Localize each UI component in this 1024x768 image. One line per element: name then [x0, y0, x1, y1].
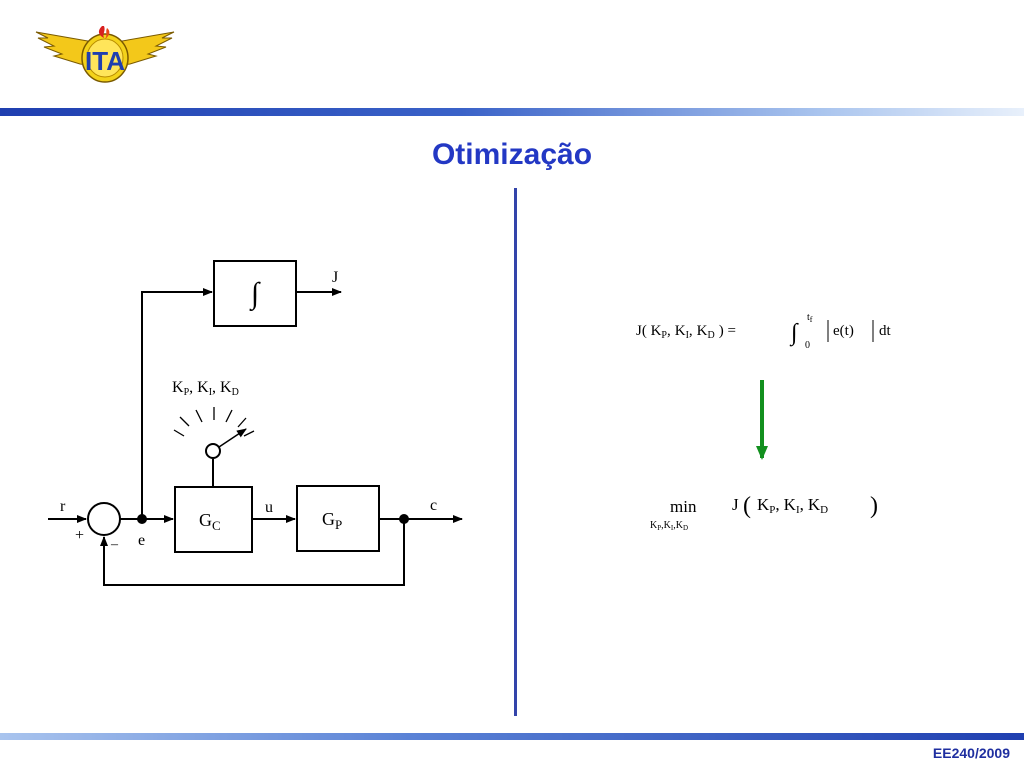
cost-equation: J( KP,KI,KD) = ∫ tf 0 e(t) dt — [636, 312, 892, 351]
svg-text:e(t): e(t) — [833, 323, 854, 339]
label-c: c — [430, 497, 437, 514]
ita-logo: ITA — [35, 26, 175, 83]
svg-text:J: J — [732, 495, 739, 514]
block-diagram: ∫ J KP, KI, KD GC GP r u c e + – — [48, 260, 463, 586]
svg-text:dt: dt — [879, 323, 892, 339]
svg-text:KP,KI,KD: KP,KI,KD — [650, 520, 688, 532]
slide-title: Otimização — [431, 138, 593, 171]
vertical-divider — [514, 188, 517, 716]
summing-junction — [87, 502, 121, 536]
header-bar — [0, 108, 1024, 116]
integrator-block — [213, 260, 297, 327]
branch-dot-error — [137, 514, 147, 524]
footer-text: EE240/2009 — [932, 745, 1010, 761]
footer-bar — [0, 733, 1024, 740]
gains-label: KP, KI, KD — [172, 379, 239, 398]
integrator-symbol: ∫ — [249, 277, 261, 312]
gp-label: GP — [322, 509, 342, 532]
knob-circle — [205, 443, 221, 459]
svg-text:): ) — [870, 493, 878, 519]
svg-text:min: min — [670, 497, 697, 516]
equations-area: J( KP,KI,KD) = ∫ tf 0 e(t) dt min KP,KI,… — [636, 312, 892, 532]
integral-sign: ∫ — [789, 320, 799, 347]
sign-plus: + — [75, 527, 84, 544]
logo-text: ITA — [85, 46, 125, 76]
dial-ticks — [173, 407, 255, 437]
knob-needle — [218, 428, 247, 448]
svg-text:KP,KI,KD: KP,KI,KD — [757, 495, 828, 516]
label-e: e — [138, 532, 145, 549]
branch-dot-output — [399, 514, 409, 524]
feedback-path — [100, 519, 405, 586]
label-r: r — [60, 498, 66, 515]
svg-text:0: 0 — [805, 340, 810, 351]
gc-label: GC — [199, 510, 221, 533]
label-u: u — [265, 499, 273, 516]
svg-text:tf: tf — [807, 312, 813, 324]
error-to-integrator-path — [141, 288, 213, 519]
svg-text:(: ( — [743, 493, 751, 519]
svg-text:J( KP,KI,KD) =: J( KP,KI,KD) = — [636, 323, 736, 341]
sign-minus: – — [110, 537, 119, 552]
label-j: J — [332, 269, 338, 286]
min-equation: min KP,KI,KD J ( KP,KI,KD ) — [650, 493, 878, 532]
